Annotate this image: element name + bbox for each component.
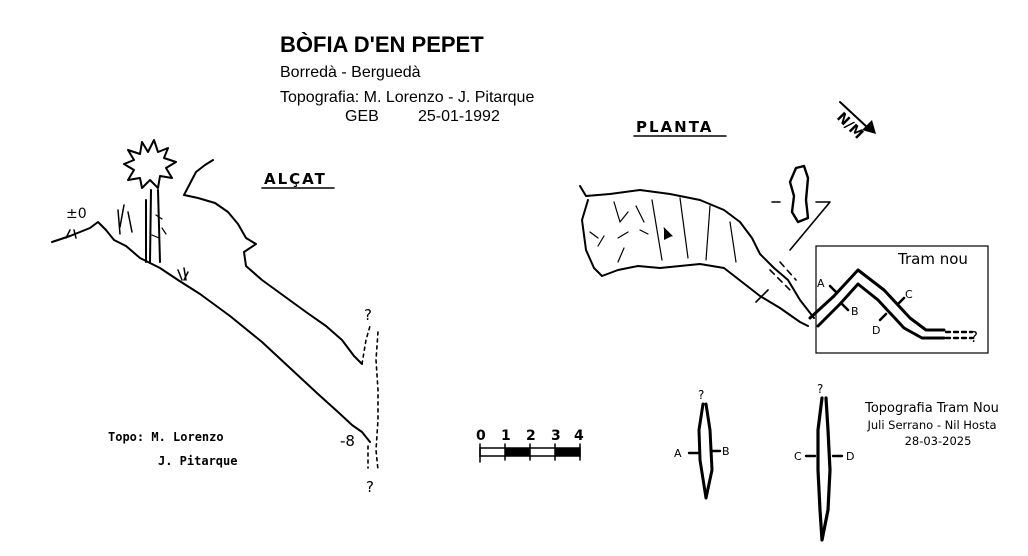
- cave-ceiling-profile: [183, 159, 363, 365]
- datum-label: ±0: [66, 206, 87, 222]
- unknown-continuation-top: ?: [364, 306, 372, 324]
- section-cd-unknown: ?: [817, 382, 823, 396]
- marker-c: C: [905, 288, 913, 301]
- plan-view: PLANTA N/M Tram nou ? A: [579, 101, 989, 354]
- section-cd-right: D: [846, 450, 854, 463]
- location-line: Borredà - Berguedà: [280, 64, 421, 81]
- north-arrowhead-icon: [862, 120, 876, 134]
- scale-tick-4: 4: [574, 428, 584, 444]
- new-passage-unknown-end: ?: [970, 328, 978, 346]
- scale-tick-1: 1: [501, 428, 511, 444]
- cross-section-cd: ? C D: [794, 382, 854, 542]
- marker-b: B: [851, 305, 859, 318]
- section-ab-unknown: ?: [698, 388, 704, 402]
- club-name: GEB: [345, 108, 379, 125]
- new-passage-outer-wall: [808, 268, 946, 332]
- section-ab-right: B: [722, 445, 730, 458]
- scale-tick-0: 0: [476, 428, 486, 444]
- new-section-label: Tram nou: [897, 250, 968, 268]
- unknown-continuation-bottom: ?: [366, 478, 374, 496]
- section-ab-left: A: [674, 447, 682, 460]
- elevation-heading: ALÇAT: [264, 170, 327, 188]
- survey-date: 25-01-1992: [418, 108, 500, 125]
- entrance-chamber-outline: [579, 185, 815, 319]
- surface-profile: [51, 221, 371, 443]
- cave-title: BÒFIA D'EN PEPET: [280, 32, 484, 57]
- scale-tick-2: 2: [526, 428, 536, 444]
- north-arrow-icon: N/M: [833, 101, 876, 143]
- elevation-credit-1: Topo: M. Lorenzo: [108, 430, 224, 444]
- north-label: N/M: [833, 110, 866, 143]
- new-survey-authors: Juli Serrano - Nil Hosta: [866, 418, 996, 432]
- scale-bar: 0 1 2 3 4: [476, 428, 584, 463]
- new-section-box: [815, 245, 989, 354]
- elevation-view: ALÇAT ±0 -8 ? ? Topo: M. Lorenzo J. Pita…: [51, 139, 379, 496]
- topography-credit: Topografia: M. Lorenzo - J. Pitarque: [280, 89, 534, 106]
- new-survey-credits: Topografia Tram Nou Juli Serrano - Nil H…: [864, 401, 999, 448]
- elevation-credit-2: J. Pitarque: [158, 454, 237, 468]
- header-block: BÒFIA D'EN PEPET Borredà - Berguedà Topo…: [280, 32, 534, 125]
- new-survey-title: Topografia Tram Nou: [864, 401, 999, 416]
- marker-d: D: [872, 324, 880, 337]
- new-passage-inner-wall: [816, 282, 946, 340]
- marker-a: A: [817, 277, 825, 290]
- section-cd-left: C: [794, 450, 802, 463]
- cross-section-ab: ? A B: [674, 388, 730, 500]
- scale-tick-3: 3: [551, 428, 561, 444]
- new-survey-date: 28-03-2025: [905, 434, 972, 448]
- depth-label: -8: [340, 432, 355, 450]
- plan-heading: PLANTA: [636, 118, 713, 136]
- tree-icon: [123, 139, 177, 263]
